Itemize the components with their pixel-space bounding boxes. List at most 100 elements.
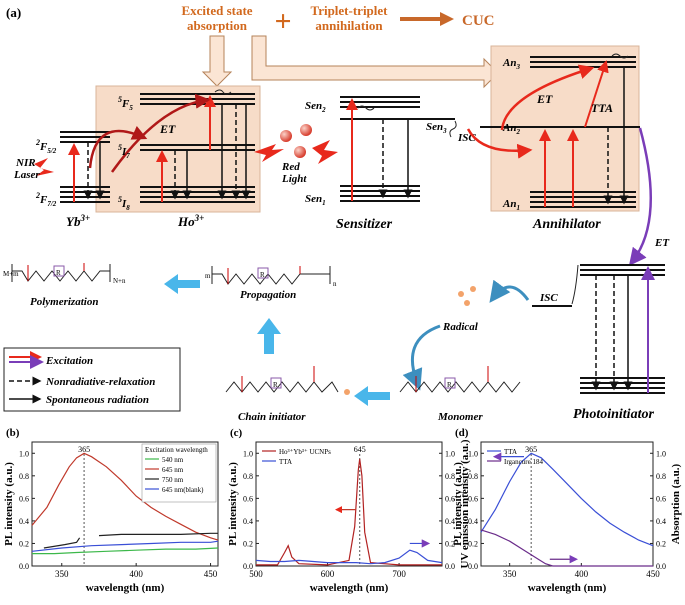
radical-label: Radical <box>442 321 479 333</box>
y2-tick-label: 0.4 <box>445 517 455 526</box>
photoinitiator-transitions <box>571 264 655 393</box>
chain-initiator-label: Chain initiator <box>238 411 306 423</box>
y2-tick-label: 0.6 <box>656 494 666 503</box>
sensitizer-transitions <box>346 98 457 201</box>
r-label-2: R <box>260 271 265 279</box>
legend-entry: 750 nm <box>162 476 184 484</box>
arrow-to-chain <box>354 386 390 406</box>
series-line <box>31 540 219 552</box>
x-axis-label: wavelength (nm) <box>86 582 165 594</box>
y-tick-label: 0.6 <box>243 494 253 503</box>
peak-annotation: 365 <box>525 445 537 454</box>
arrow-to-propagation <box>257 318 281 354</box>
y-tick-label: 0.6 <box>468 494 478 503</box>
red-label: Red <box>281 161 300 173</box>
sen2-label: Sen2 <box>305 100 326 114</box>
x-tick-label: 400 <box>575 569 589 579</box>
f52-label: 2F5/2 <box>35 138 57 155</box>
annihilator-label: Annihilator <box>532 217 601 232</box>
i7-label: 5I7 <box>118 143 130 160</box>
y2-tick-label: 0.2 <box>445 539 455 548</box>
sensitizer-label: Sensitizer <box>336 217 393 232</box>
arrow-isc-to-radical <box>489 279 530 303</box>
series-line <box>98 532 218 537</box>
y-tick-label: 0.4 <box>468 517 478 526</box>
legend-entry: TTA <box>279 458 292 466</box>
legend-box <box>141 443 217 503</box>
annihilator-transitions <box>466 53 653 266</box>
y2-tick-label: 0.0 <box>656 562 666 571</box>
x-tick-label: 450 <box>646 569 660 579</box>
light-label: Light <box>281 173 307 185</box>
m-label: m <box>205 272 211 280</box>
y-tick-label: 0.8 <box>243 472 253 481</box>
monomer-label: Monomer <box>437 411 483 423</box>
laser-label: Laser <box>13 169 40 181</box>
propagation-structure <box>211 266 331 285</box>
legend-entry: TTA <box>504 448 517 456</box>
plot-frame <box>480 441 654 567</box>
red-light-icon <box>254 124 338 164</box>
y-axis-label: PL intensity (a.u.) <box>227 462 239 546</box>
panel-label: (c) <box>230 427 243 439</box>
legend-excitation-swatch <box>9 351 44 369</box>
x-tick-label: 450 <box>204 569 218 579</box>
title-absorption: absorption <box>187 18 248 33</box>
y-axis-label: PL intensity (a.u.) <box>452 462 464 546</box>
x-tick-label: 350 <box>55 569 69 579</box>
series-line <box>255 549 443 565</box>
npn-label: N+n <box>113 277 126 285</box>
legend-entry: Irgancure 184 <box>504 458 543 466</box>
f5-label: 5F5 <box>118 95 133 112</box>
legend-entry: Ho³⁺Yb³⁺ UCNPs <box>279 448 331 456</box>
legend-entry: 645 nm(blank) <box>162 486 204 494</box>
nir-label: NIR <box>15 157 36 169</box>
y-tick-label: 0.0 <box>19 562 29 571</box>
y2-tick-label: 1.0 <box>445 449 455 458</box>
y-tick-label: 0.2 <box>243 539 253 548</box>
polymerization-structure <box>11 263 111 282</box>
nir-bolt-icon <box>34 158 54 176</box>
ho-label: Ho3+ <box>177 213 204 229</box>
legend-entry: 645 nm <box>162 466 184 474</box>
x-axis-label: wavelength (nm) <box>310 582 389 594</box>
title-annihilation: annihilation <box>315 18 383 33</box>
y2-tick-label: 0.0 <box>445 562 455 571</box>
arrow-radical-to-monomer <box>402 324 441 391</box>
y2-tick-label: 0.6 <box>445 494 455 503</box>
x-tick-label: 400 <box>129 569 143 579</box>
hollow-arrow-down <box>201 35 233 87</box>
series-line <box>32 547 219 555</box>
y-tick-label: 0.2 <box>19 539 29 548</box>
title-cuc: CUC <box>462 13 495 29</box>
et3-label: ET <box>654 237 670 249</box>
arrow-to-polymerization <box>164 274 200 294</box>
panel-a-label: (a) <box>6 5 21 20</box>
title-triplet: Triplet-triplet <box>310 3 388 18</box>
title-excited: Excited state <box>181 3 252 18</box>
annihilator-levels <box>480 56 640 208</box>
x-tick-label: 500 <box>249 569 263 579</box>
et2-label: ET <box>536 92 553 106</box>
r-label-1: R <box>56 269 61 277</box>
y2-tick-label: 0.4 <box>656 517 666 526</box>
y-tick-label: 1.0 <box>243 449 253 458</box>
i8-label: 5I8 <box>118 195 130 212</box>
title-plus: + <box>274 5 291 38</box>
x-tick-label: 350 <box>503 569 517 579</box>
plot-frame <box>255 441 443 567</box>
r-label-4: R <box>447 381 452 389</box>
isc2-label: ISC <box>539 292 558 304</box>
legend-title: Excitation wavelength <box>145 446 208 454</box>
y-axis-label: PL intensity (a.u.) <box>3 462 15 546</box>
panel-label: (d) <box>455 427 469 439</box>
y2-axis-label: Absorption (a.u.) <box>670 463 682 544</box>
y2-tick-label: 1.0 <box>656 449 666 458</box>
propagation-label: Propagation <box>240 289 296 301</box>
f72-label: 2F7/2 <box>35 191 57 208</box>
